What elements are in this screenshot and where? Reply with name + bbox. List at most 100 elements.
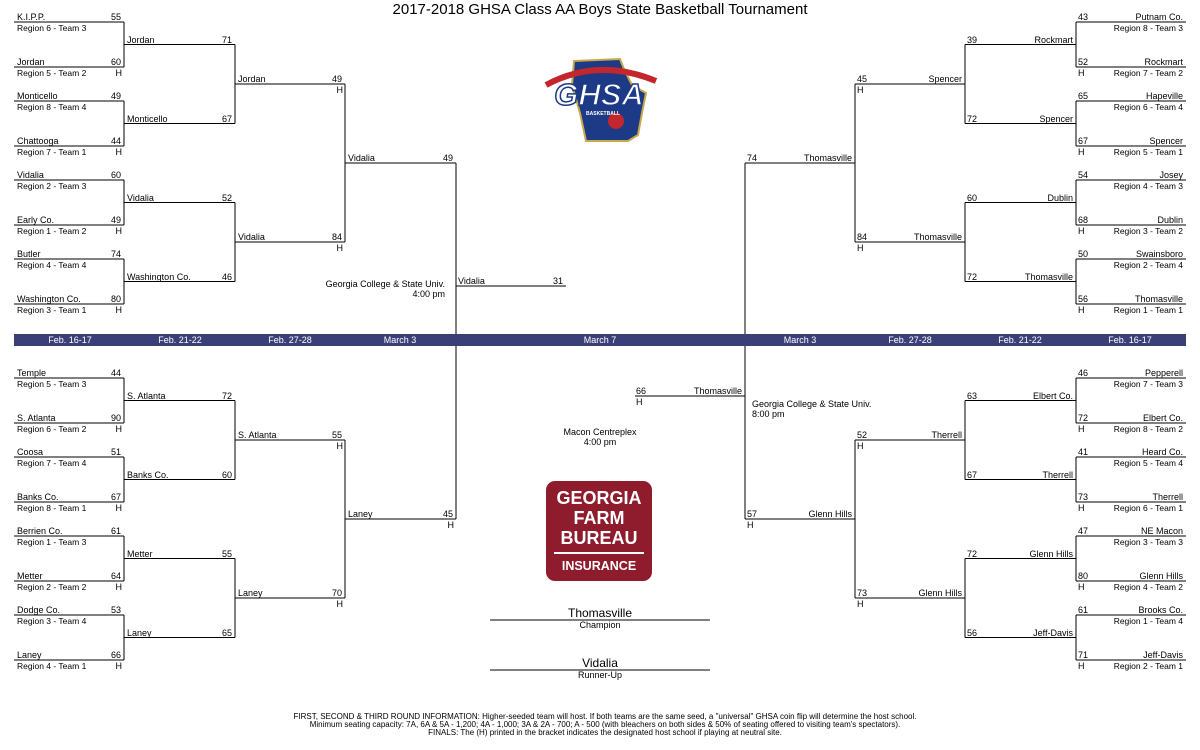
team-score: 68: [1078, 215, 1089, 225]
team-name: Dublin: [1047, 192, 1073, 203]
team-seed: Region 2 - Team 2: [17, 582, 87, 592]
team-score: 52: [857, 430, 868, 440]
host-marker: H: [447, 520, 455, 530]
team-seed: Region 8 - Team 1: [17, 503, 87, 513]
team-score: 45: [857, 74, 868, 84]
team-score: 90: [110, 413, 121, 423]
round-date: March 3: [383, 335, 417, 345]
runner-up-name: Vidalia: [582, 656, 618, 670]
team-name: S. Atlanta: [17, 413, 56, 423]
team-name: Glenn Hills: [1139, 571, 1183, 581]
team-name: Therrell: [931, 430, 962, 440]
team-seed: Region 1 - Team 1: [1113, 305, 1183, 315]
final-team-name: Thomasville: [693, 386, 742, 396]
team-name: Pepperell: [1144, 368, 1183, 378]
team-seed: Region 4 - Team 4: [17, 260, 87, 270]
host-marker: H: [747, 520, 754, 530]
team-name: Thomasville: [803, 153, 852, 163]
team-score: 65: [221, 627, 232, 638]
gfb-line-4: INSURANCE: [561, 559, 637, 573]
runner-up-label: Runner-Up: [577, 670, 623, 680]
round-date: Feb. 27-28: [268, 335, 312, 345]
team-name: Elbert Co.: [1142, 413, 1183, 423]
team-name: Temple: [17, 368, 47, 378]
team-seed: Region 3 - Team 2: [1113, 226, 1183, 236]
host-marker: H: [336, 441, 344, 451]
note-line: FINALS: The (H) printed in the bracket i…: [428, 728, 782, 737]
champion-label: Champion: [579, 620, 621, 630]
champion-name: Thomasville: [567, 606, 633, 620]
host-marker: H: [1078, 68, 1085, 78]
georgia-farm-bureau-logo: GEORGIA FARM BUREAU INSURANCE: [546, 481, 652, 581]
team-seed: Region 4 - Team 1: [17, 661, 87, 671]
team-score: 51: [110, 447, 121, 457]
host-marker: H: [857, 599, 864, 609]
host-marker: H: [857, 85, 864, 95]
host-marker: H: [1078, 226, 1085, 236]
gfb-registered-mark: ®: [646, 572, 652, 579]
team-seed: Region 5 - Team 4: [1113, 458, 1183, 468]
venue-final-name: Macon Centreplex: [563, 427, 637, 437]
host-marker: H: [115, 226, 123, 236]
team-name: Hapeville: [1145, 91, 1183, 101]
team-score: 50: [1078, 249, 1089, 259]
host-marker: H: [857, 243, 864, 253]
team-name: Banks Co.: [127, 469, 169, 480]
team-name: Josey: [1159, 170, 1183, 180]
host-marker: H: [115, 68, 123, 78]
venue-left-time: 4:00 pm: [412, 289, 445, 299]
team-name: Vidalia: [17, 170, 44, 180]
team-seed: Region 5 - Team 2: [17, 68, 87, 78]
team-score: 54: [1078, 170, 1089, 180]
team-score: 57: [747, 509, 758, 519]
team-score: 70: [331, 588, 342, 598]
note-line: Minimum seating capacity: 7A, 6A & 5A - …: [309, 720, 901, 729]
team-score: 72: [1078, 413, 1089, 423]
footer-notes: FIRST, SECOND & THIRD ROUND INFORMATION:…: [0, 713, 1200, 737]
team-name: Glenn Hills: [808, 509, 852, 519]
team-seed: Region 6 - Team 3: [17, 23, 87, 33]
host-marker: H: [336, 85, 344, 95]
team-seed: Region 4 - Team 2: [1113, 582, 1183, 592]
host-marker: H: [115, 147, 123, 157]
team-seed: Region 8 - Team 2: [1113, 424, 1183, 434]
team-name: Early Co.: [17, 215, 55, 225]
team-name: Spencer: [928, 74, 962, 84]
round-date: March 3: [783, 335, 817, 345]
team-name: Washington Co.: [127, 271, 191, 282]
team-score: 61: [110, 526, 121, 536]
host-marker: H: [1078, 424, 1085, 434]
round-date: Feb. 27-28: [888, 335, 932, 345]
team-seed: Region 7 - Team 4: [17, 458, 87, 468]
team-score: 72: [967, 113, 978, 124]
team-seed: Region 5 - Team 1: [1113, 147, 1183, 157]
team-score: 71: [1078, 650, 1089, 660]
team-score: 80: [1078, 571, 1089, 581]
team-seed: Region 2 - Team 4: [1113, 260, 1183, 270]
team-name: Jordan: [17, 57, 45, 67]
team-score: 53: [110, 605, 121, 615]
team-score: 66: [110, 650, 121, 660]
team-seed: Region 6 - Team 1: [1113, 503, 1183, 513]
team-score: 67: [221, 113, 232, 124]
team-score: 74: [110, 249, 121, 259]
ghsa-logo-text: GHSA: [554, 77, 644, 112]
team-seed: Region 2 - Team 1: [1113, 661, 1183, 671]
team-name: Vidalia: [127, 192, 154, 203]
team-score: 60: [110, 170, 121, 180]
host-marker: H: [115, 424, 123, 434]
team-name: Rockmart: [1034, 34, 1073, 45]
team-score: 46: [1078, 368, 1089, 378]
team-seed: Region 4 - Team 3: [1113, 181, 1183, 191]
team-name: Therrell: [1152, 492, 1183, 502]
team-name: Metter: [127, 548, 153, 559]
team-name: NE Macon: [1140, 526, 1183, 536]
host-marker: H: [115, 582, 123, 592]
team-score: 73: [857, 588, 868, 598]
team-score: 80: [110, 294, 121, 304]
team-score: 71: [221, 34, 232, 45]
host-marker: H: [1078, 582, 1085, 592]
team-name: Dublin: [1157, 215, 1183, 225]
team-seed: Region 8 - Team 4: [17, 102, 87, 112]
team-seed: Region 7 - Team 1: [17, 147, 87, 157]
